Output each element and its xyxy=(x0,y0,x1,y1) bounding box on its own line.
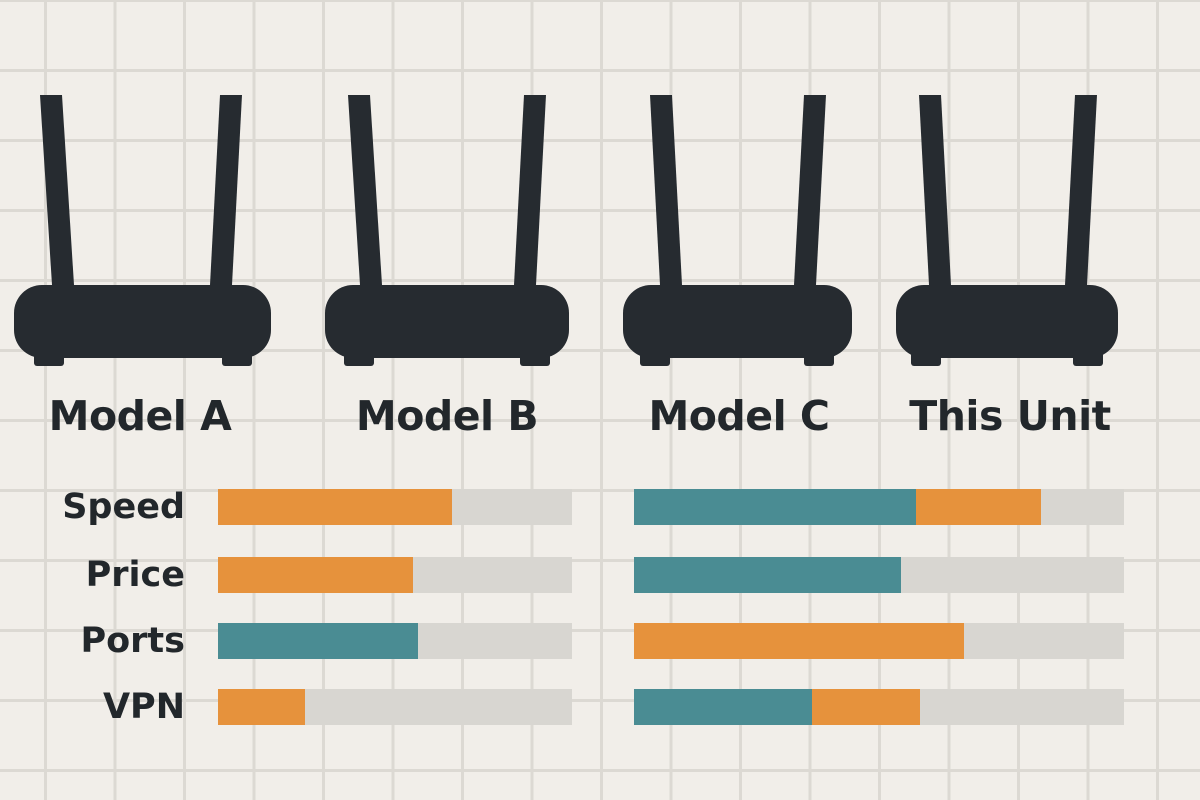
vpn-bar-left-segment-1 xyxy=(218,689,305,725)
speed-bar-right-segment-2 xyxy=(915,489,1041,525)
vpn-bar-right xyxy=(634,689,1124,725)
ports-bar-left xyxy=(218,623,572,659)
router-icon-model-c xyxy=(620,90,855,370)
price-bar-right xyxy=(634,557,1124,593)
ports-bar-right xyxy=(634,623,1124,659)
metric-label-speed: Speed xyxy=(62,487,185,527)
router-icon-this-unit xyxy=(893,90,1121,370)
vpn-bar-right-segment-2 xyxy=(812,689,921,725)
model-label-b: Model B xyxy=(355,392,539,440)
ports-bar-left-segment-1 xyxy=(218,623,418,659)
vpn-bar-right-segment-1 xyxy=(634,689,813,725)
metric-label-vpn: VPN xyxy=(102,687,185,727)
price-bar-right-segment-1 xyxy=(634,557,902,593)
metric-label-price: Price xyxy=(85,555,185,595)
price-bar-left xyxy=(218,557,572,593)
vpn-bar-left xyxy=(218,689,572,725)
model-label-this-unit: This Unit xyxy=(909,392,1111,440)
price-bar-left-segment-1 xyxy=(218,557,413,593)
model-label-a: Model A xyxy=(48,392,232,440)
router-icon-model-b xyxy=(322,90,572,370)
ports-bar-right-segment-1 xyxy=(634,623,964,659)
router-icon-model-a xyxy=(10,90,275,370)
speed-bar-left xyxy=(218,489,572,525)
metric-label-ports: Ports xyxy=(80,621,185,661)
model-label-c: Model C xyxy=(648,392,830,440)
speed-bar-left-segment-1 xyxy=(218,489,452,525)
speed-bar-right-segment-1 xyxy=(634,489,916,525)
speed-bar-right xyxy=(634,489,1124,525)
